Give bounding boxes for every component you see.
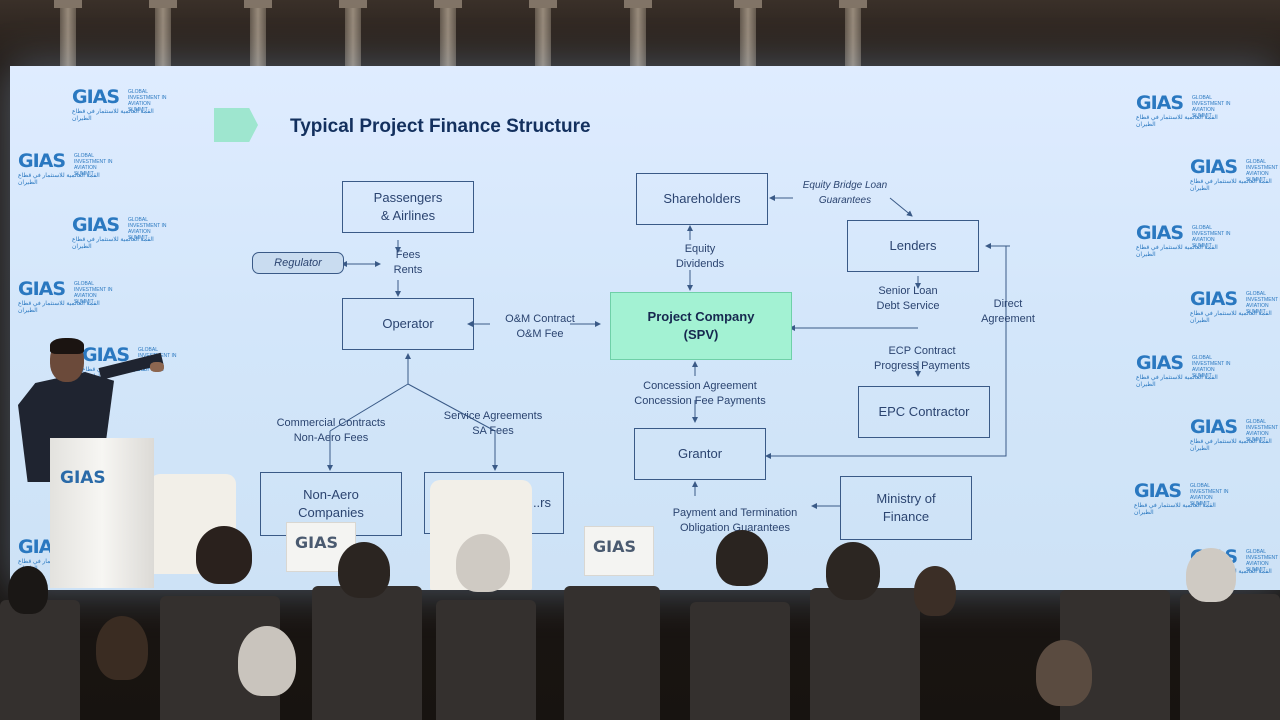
audience-chair bbox=[0, 600, 80, 720]
service-agreements-label: Service Agreements SA Fees bbox=[443, 410, 543, 437]
spv-title: Project Company bbox=[647, 309, 755, 324]
stage-name-sign: GIAS bbox=[584, 526, 654, 576]
audience-head bbox=[96, 616, 148, 680]
ministry-of-finance-box: Ministry of Finance bbox=[840, 476, 972, 540]
hall-pillar bbox=[734, 0, 762, 70]
epc-contractor-box: EPC Contractor bbox=[858, 386, 990, 438]
title-arrow-decoration bbox=[214, 108, 258, 142]
project-company-spv-box: Project Company (SPV) bbox=[610, 292, 792, 360]
regulator-box: Regulator bbox=[252, 252, 344, 274]
audience-chair bbox=[810, 588, 920, 720]
slide-title: Typical Project Finance Structure bbox=[290, 116, 591, 137]
audience-head bbox=[238, 626, 296, 696]
hall-pillar bbox=[529, 0, 557, 70]
passengers-airlines-box: Passengers & Airlines bbox=[342, 181, 474, 233]
presenter-hair bbox=[50, 338, 84, 354]
commercial-contracts-label: Commercial Contracts Non-Aero Fees bbox=[276, 417, 386, 444]
audience-head bbox=[338, 542, 390, 598]
hall-pillar bbox=[624, 0, 652, 70]
hall-pillar bbox=[54, 0, 82, 70]
presenter-hand bbox=[150, 362, 164, 372]
audience-head bbox=[456, 534, 510, 592]
audience-head bbox=[1186, 548, 1236, 602]
audience-head bbox=[826, 542, 880, 600]
hall-pillar bbox=[434, 0, 462, 70]
audience-head bbox=[1036, 640, 1092, 706]
lenders-box: Lenders bbox=[847, 220, 979, 272]
senior-loan-label: Senior Loan Debt Service bbox=[876, 285, 940, 312]
audience-head bbox=[914, 566, 956, 616]
operator-box: Operator bbox=[342, 298, 474, 350]
shareholders-box: Shareholders bbox=[636, 173, 768, 225]
presentation-slide: Typical Project Finance Structure Passen… bbox=[190, 66, 1090, 590]
audience-chair bbox=[312, 586, 422, 720]
diagram-connectors bbox=[327, 195, 1010, 509]
grantor-box: Grantor bbox=[634, 428, 766, 480]
direct-agreement-label: Direct Agreement bbox=[981, 298, 1035, 325]
audience-chair bbox=[1180, 594, 1280, 720]
concession-agreement-label: Concession Agreement Concession Fee Paym… bbox=[634, 380, 766, 407]
equity-dividends-label: Equity Dividends bbox=[675, 243, 725, 270]
audience-head bbox=[8, 566, 48, 614]
audience-area bbox=[0, 526, 1280, 720]
hall-pillar bbox=[244, 0, 272, 70]
om-contract-label: O&M Contract O&M Fee bbox=[505, 313, 575, 340]
audience-head bbox=[196, 526, 252, 584]
hall-pillar bbox=[339, 0, 367, 70]
audience-chair bbox=[564, 586, 660, 720]
spv-subtitle: (SPV) bbox=[683, 327, 719, 342]
equity-bridge-label: Equity Bridge Loan Guarantees bbox=[802, 180, 888, 206]
audience-head bbox=[716, 530, 768, 586]
payment-termination-label: Payment and Termination Obligation Guara… bbox=[672, 507, 798, 534]
audience-chair bbox=[690, 602, 790, 720]
hall-pillar bbox=[839, 0, 867, 70]
hall-pillar bbox=[149, 0, 177, 70]
podium: GIAS bbox=[50, 438, 154, 588]
ecp-contract-label: ECP Contract Progress Payments bbox=[874, 345, 970, 372]
audience-chair bbox=[436, 600, 536, 720]
fees-rents-label: Fees Rents bbox=[393, 249, 423, 276]
